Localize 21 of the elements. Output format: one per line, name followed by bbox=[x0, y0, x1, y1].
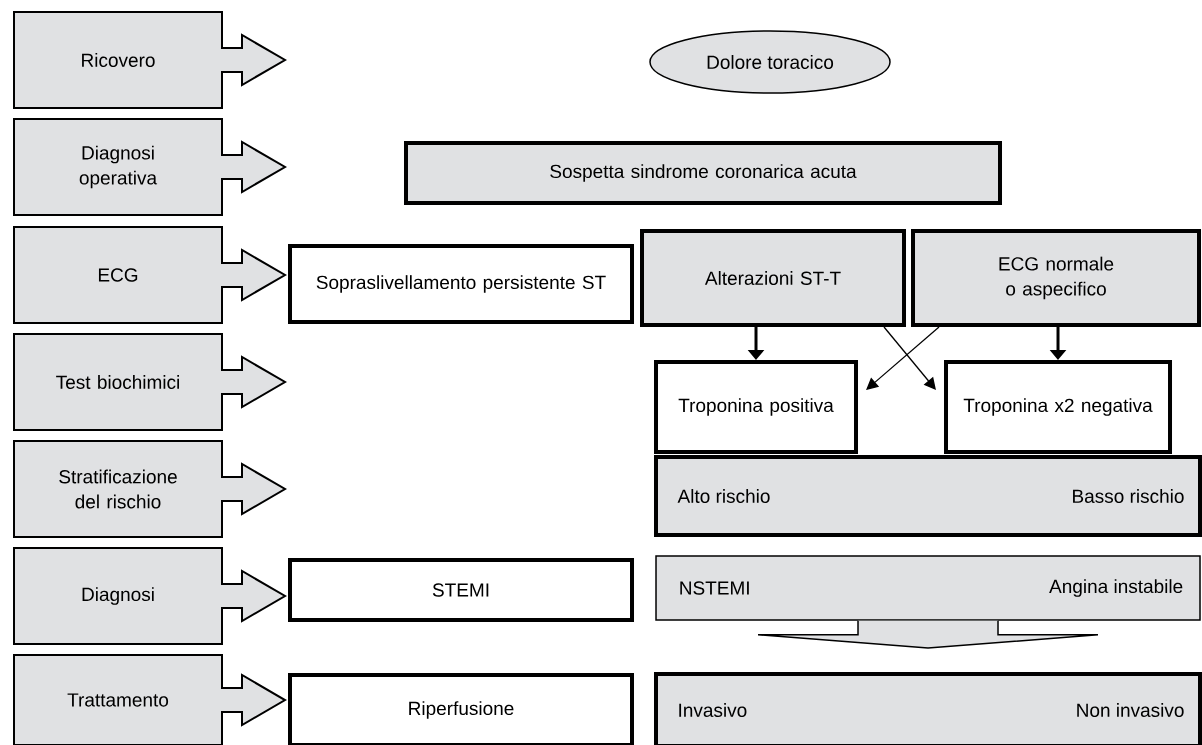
arrow bbox=[883, 326, 936, 390]
process-box: Riperfusione bbox=[288, 673, 634, 745]
arrow bbox=[866, 326, 940, 390]
row-header-tab: Trattamento bbox=[13, 654, 287, 745]
category-band: Alto rischio Basso rischio bbox=[654, 455, 1202, 537]
process-box: Sopraslivellamento persistente ST bbox=[288, 244, 634, 324]
block-arrow bbox=[757, 620, 1099, 649]
row-header-tab: Diagnosi operativa bbox=[13, 118, 287, 216]
row-header-tab: Test biochimici bbox=[13, 333, 287, 431]
process-box: Troponina positiva bbox=[654, 360, 858, 454]
process-box: Troponina x2 negativa bbox=[944, 360, 1172, 454]
row-header-tab: Diagnosi bbox=[13, 547, 287, 645]
category-band: NSTEMI Angina instabile bbox=[655, 555, 1201, 621]
process-box: Alterazioni ST-T bbox=[640, 229, 906, 327]
process-box: Sospetta sindrome coronarica acuta bbox=[404, 141, 1002, 205]
category-band: Invasivo Non invasivo bbox=[654, 672, 1202, 745]
process-box: ECG normale o aspecifico bbox=[911, 229, 1201, 327]
row-header-tab: Ricovero bbox=[13, 11, 287, 109]
process-box: STEMI bbox=[288, 558, 634, 622]
row-header-tab: Stratificazione del rischio bbox=[13, 440, 287, 538]
row-header-tab: ECG bbox=[13, 226, 287, 324]
